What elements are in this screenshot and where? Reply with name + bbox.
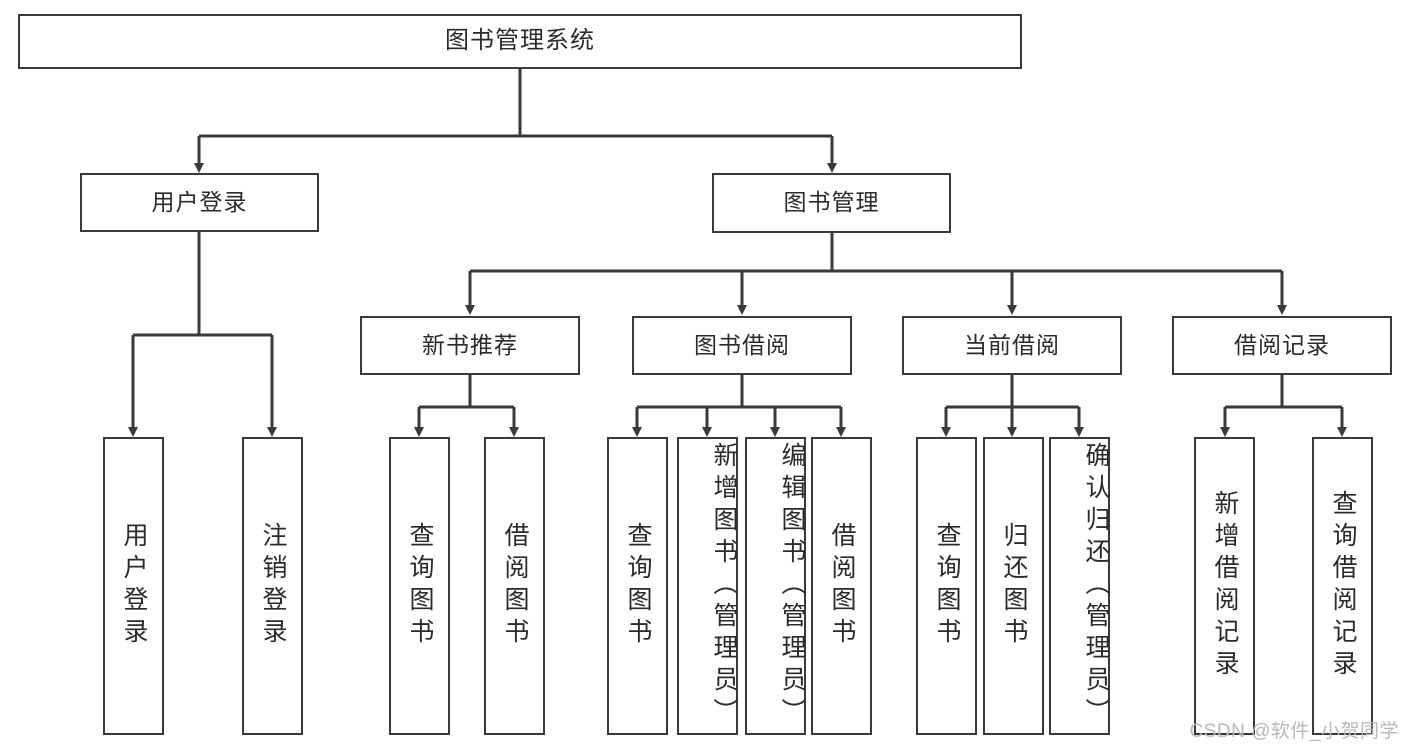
- leaf-current-confirm-return-admin[interactable]: 确认归还（管理员）: [1049, 437, 1110, 735]
- leaf-current-return-book[interactable]: 归还图书: [983, 437, 1044, 735]
- node-new-book-recommend[interactable]: 新书推荐: [360, 316, 580, 375]
- leaf-record-query-borrow-record[interactable]: 查询借阅记录: [1312, 437, 1373, 735]
- leaf-new-book-query[interactable]: 查询图书: [389, 437, 450, 735]
- node-root-library-system[interactable]: 图书管理系统: [18, 14, 1022, 69]
- leaf-borrow-query-book[interactable]: 查询图书: [607, 437, 668, 735]
- node-user-login[interactable]: 用户登录: [80, 173, 319, 232]
- node-book-management[interactable]: 图书管理: [712, 173, 951, 233]
- node-borrow-record[interactable]: 借阅记录: [1172, 316, 1392, 375]
- leaf-borrow-borrow-book[interactable]: 借阅图书: [811, 437, 872, 735]
- leaf-current-query-book[interactable]: 查询图书: [916, 437, 977, 735]
- leaf-new-book-borrow[interactable]: 借阅图书: [484, 437, 545, 735]
- leaf-borrow-edit-book-admin[interactable]: 编辑图书（管理员）: [745, 437, 806, 735]
- watermark: CSDN @软件_小贺同学: [1189, 721, 1399, 742]
- leaf-user-login-signout[interactable]: 注销登录: [242, 437, 303, 735]
- leaf-user-login-signin[interactable]: 用户登录: [103, 437, 164, 735]
- node-book-borrow[interactable]: 图书借阅: [632, 316, 852, 375]
- leaf-record-add-borrow-record[interactable]: 新增借阅记录: [1194, 437, 1255, 735]
- leaf-borrow-add-book-admin[interactable]: 新增图书（管理员）: [677, 437, 738, 735]
- node-current-borrow[interactable]: 当前借阅: [902, 316, 1122, 375]
